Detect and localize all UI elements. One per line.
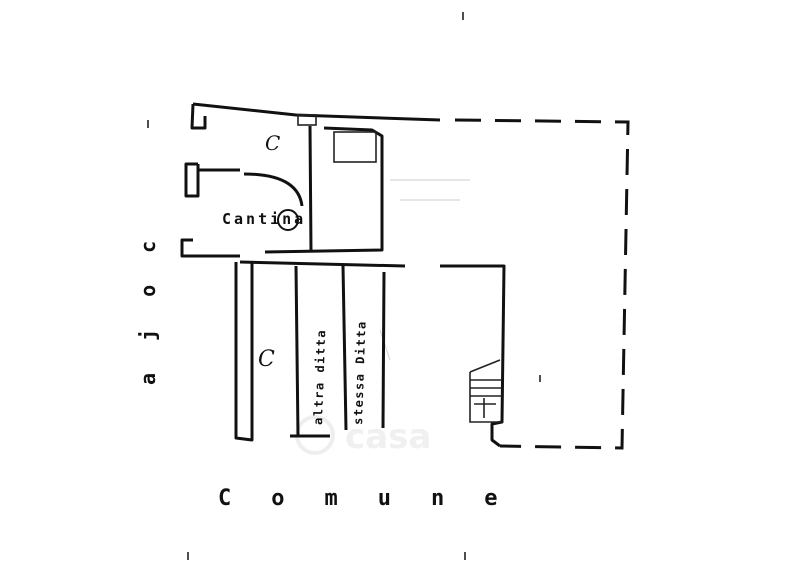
top-door-frame (297, 114, 317, 126)
room-label-c-top: C (265, 131, 280, 155)
room-label-stessa-ditta: stessa Ditta (351, 320, 369, 425)
cantina-room (264, 125, 384, 254)
top-wall (190, 102, 441, 130)
watermark-text: casa (345, 417, 431, 457)
scan-specks (147, 12, 541, 560)
watermark: casa (295, 415, 431, 457)
door-swing-arc (243, 172, 304, 207)
room-label-cantina: Cantina (222, 210, 306, 228)
cantina-fixture (333, 131, 377, 163)
room-label-altra-ditta: altra ditta (311, 329, 328, 425)
side-label-left: ajoc (136, 209, 160, 385)
dashed-outline (454, 118, 630, 450)
staircase (469, 359, 502, 423)
street-label-bottom: Comune (218, 486, 537, 511)
lower-rooms (234, 260, 506, 448)
scan-traces (379, 179, 470, 361)
left-walls (180, 162, 304, 258)
room-label-c-left: C (258, 347, 275, 372)
